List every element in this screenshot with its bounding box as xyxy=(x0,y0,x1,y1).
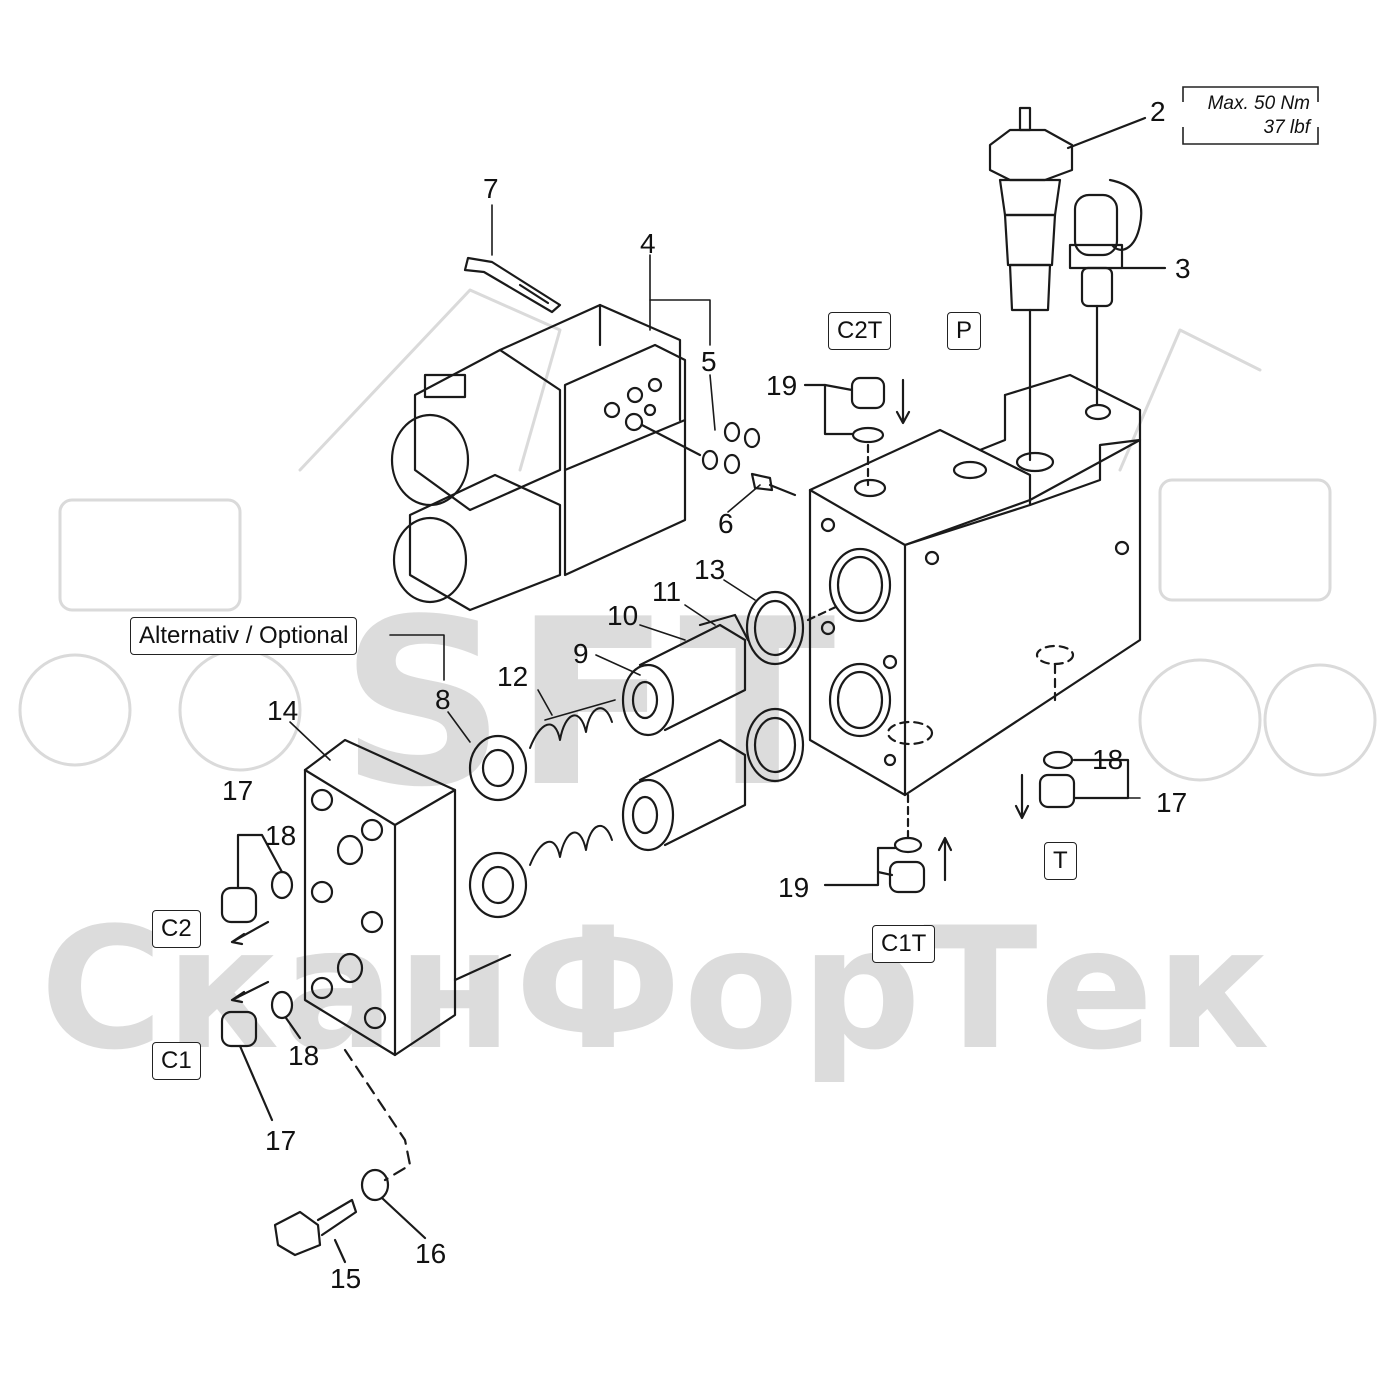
relief-valve-2 xyxy=(988,106,1147,462)
callout-18-right: 18 xyxy=(1092,744,1124,775)
port-label-p: P xyxy=(947,312,982,350)
callout-12: 12 xyxy=(497,661,529,692)
end-cover-14 xyxy=(303,738,512,1057)
plug-19-bottom xyxy=(823,793,953,894)
callout-3: 3 xyxy=(1175,253,1191,284)
torque-lbf: 37 lbf xyxy=(1263,116,1310,138)
callout-13: 13 xyxy=(694,554,726,585)
watermark-primary: SFT xyxy=(340,571,844,838)
callout-14: 14 xyxy=(267,695,299,726)
torque-max: Max. 50 Nm xyxy=(1207,93,1310,114)
port-label-c1: C1 xyxy=(152,1042,201,1080)
solenoid-valve xyxy=(390,303,687,612)
bolt-15 xyxy=(273,1048,427,1264)
callout-15: 15 xyxy=(330,1263,362,1294)
callout-9: 9 xyxy=(573,638,589,669)
callout-16: 16 xyxy=(415,1238,447,1269)
callout-8: 8 xyxy=(435,684,451,715)
torque-note: Max. 50 Nm 37 lbf xyxy=(1180,92,1310,140)
main-valve-block xyxy=(808,373,1142,797)
port-label-c2t: C2T xyxy=(828,312,892,350)
seals-5 xyxy=(640,421,797,497)
callout-4: 4 xyxy=(640,228,656,259)
callout-17-left-top: 17 xyxy=(222,775,254,806)
callout-6: 6 xyxy=(718,508,734,539)
plugs-left xyxy=(220,833,302,1122)
callout-2: 2 xyxy=(1150,96,1166,127)
watermark-silhouette xyxy=(18,288,1377,782)
callout-11: 11 xyxy=(652,576,682,607)
port-label-c2: C2 xyxy=(152,910,201,948)
spool-upper xyxy=(468,590,842,802)
callout-7: 7 xyxy=(483,173,499,204)
leader-lines xyxy=(289,204,1141,799)
spool-lower xyxy=(468,707,805,919)
plug-19-top xyxy=(803,376,911,487)
callout-18-left-top: 18 xyxy=(265,820,297,851)
port-label-t: T xyxy=(1044,842,1077,880)
bolt-7 xyxy=(463,256,562,314)
check-valve-3 xyxy=(1068,178,1167,407)
callout-19-top: 19 xyxy=(766,370,798,401)
callout-19-bottom: 19 xyxy=(778,872,810,903)
alternative-option-label: Alternativ / Optional xyxy=(130,617,358,655)
callout-18-left-bottom: 18 xyxy=(288,1040,320,1071)
callout-17-left-bottom: 17 xyxy=(265,1125,297,1156)
port-label-c1t: C1T xyxy=(872,925,936,963)
torque-bracket xyxy=(1182,86,1319,145)
callout-5: 5 xyxy=(701,346,717,377)
callout-17-right: 17 xyxy=(1156,787,1188,818)
callout-10: 10 xyxy=(607,600,639,631)
